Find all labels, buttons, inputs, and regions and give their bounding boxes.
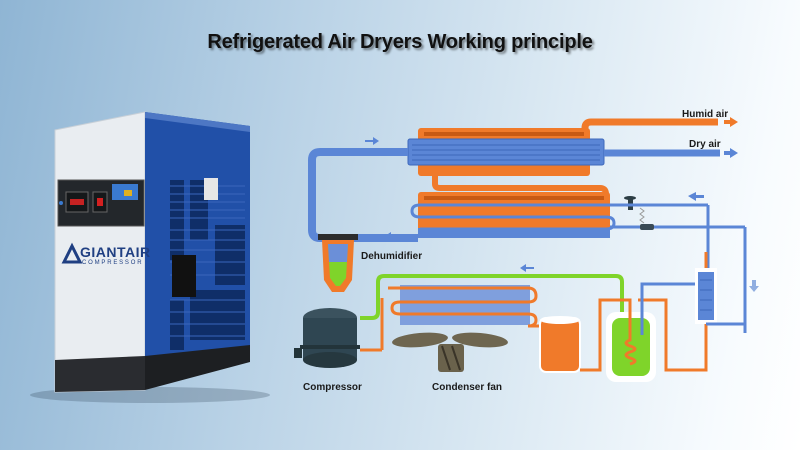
humid-air-pipe [581, 118, 718, 140]
humid-air-label: Humid air [682, 109, 729, 120]
brand-logo: GIANTAIR [80, 244, 151, 260]
condenser [400, 285, 530, 325]
page-title: Refrigerated Air Dryers Working principl… [207, 31, 593, 53]
evaporator [418, 192, 610, 236]
condenser-fan [392, 332, 448, 348]
compressor-label: Compressor [303, 382, 362, 393]
dry-air-label: Dry air [689, 139, 721, 150]
regenerative-exchanger [698, 272, 714, 320]
brand-subtitle: COMPRESSOR [82, 260, 144, 266]
dry-air-arrow-icon [724, 148, 738, 158]
humid-air-arrow-icon [724, 117, 738, 127]
liquid-receiver [539, 317, 581, 373]
dehumidifier-label: Dehumidifier [361, 251, 423, 262]
condenser-fan-label: Condenser fan [432, 382, 503, 393]
